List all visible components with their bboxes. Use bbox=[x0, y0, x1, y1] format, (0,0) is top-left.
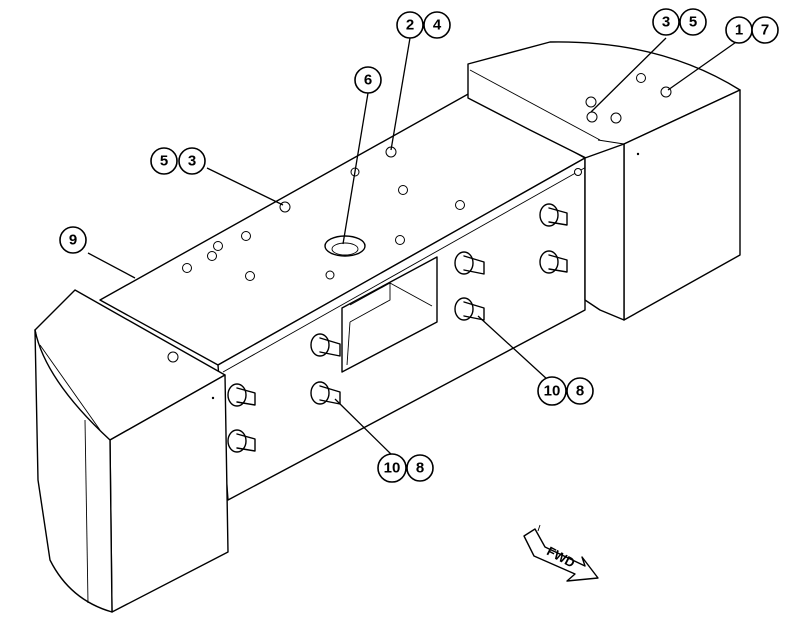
beam-top-nuts bbox=[182, 73, 672, 281]
right-end-cap bbox=[467, 41, 741, 321]
svg-text:9: 9 bbox=[69, 232, 77, 249]
left-end-cap bbox=[34, 289, 229, 613]
svg-text:10: 10 bbox=[544, 383, 561, 400]
callout-3: 3 bbox=[652, 8, 680, 36]
stud bbox=[310, 333, 341, 357]
stud bbox=[539, 250, 568, 274]
svg-text:4: 4 bbox=[433, 17, 442, 34]
svg-text:8: 8 bbox=[416, 460, 424, 477]
svg-text:3: 3 bbox=[662, 14, 670, 31]
stud bbox=[454, 251, 485, 275]
svg-text:3: 3 bbox=[188, 153, 196, 170]
callouts: 2 4 3 5 1 7 6 5 bbox=[59, 8, 779, 483]
front-opening bbox=[341, 256, 438, 373]
callout-10: 10 bbox=[377, 453, 407, 483]
callout-8: 8 bbox=[566, 377, 594, 405]
stud bbox=[227, 383, 256, 407]
callout-5: 5 bbox=[150, 147, 178, 175]
svg-text:10: 10 bbox=[384, 460, 401, 477]
svg-text:1: 1 bbox=[735, 22, 743, 39]
svg-text:7: 7 bbox=[761, 22, 769, 39]
main-beam bbox=[99, 92, 601, 501]
svg-text:2: 2 bbox=[406, 17, 414, 34]
callout-6: 6 bbox=[354, 66, 382, 94]
callout-8: 8 bbox=[406, 454, 434, 482]
callout-5: 5 bbox=[679, 8, 707, 36]
callout-7: 7 bbox=[751, 16, 779, 44]
top-hole bbox=[324, 235, 366, 257]
svg-text:6: 6 bbox=[364, 72, 372, 89]
callout-3: 3 bbox=[178, 147, 206, 175]
stud bbox=[454, 297, 485, 321]
svg-text:8: 8 bbox=[576, 383, 584, 400]
right-cap-side bbox=[584, 143, 625, 321]
stud bbox=[310, 381, 341, 405]
front-studs bbox=[227, 203, 568, 453]
callout-10: 10 bbox=[537, 376, 567, 406]
stud bbox=[227, 429, 256, 453]
stud bbox=[539, 203, 568, 227]
left-cap-side bbox=[34, 329, 113, 613]
callout-4: 4 bbox=[423, 11, 451, 39]
svg-text:5: 5 bbox=[160, 153, 168, 170]
callout-9: 9 bbox=[59, 226, 87, 254]
callout-1: 1 bbox=[725, 16, 753, 44]
fwd-direction-arrow: FWD bbox=[523, 524, 599, 582]
leader-lines bbox=[87, 37, 740, 460]
svg-text:5: 5 bbox=[689, 14, 697, 31]
callout-2: 2 bbox=[396, 11, 424, 39]
